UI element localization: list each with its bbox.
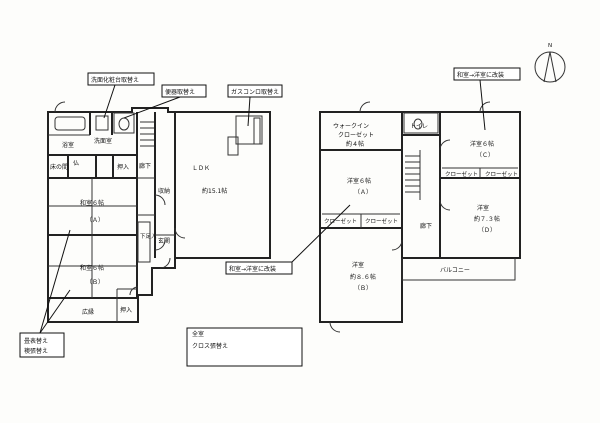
room-yoshitsu-b-size: 約８.６帖	[350, 273, 376, 281]
first-floor	[47, 101, 271, 323]
closet-c: クローゼット	[445, 170, 478, 178]
room-yoshitsu-a-label: 洋室６帖	[347, 177, 371, 185]
room-butsu: 仏	[73, 160, 79, 167]
room-labels-2f: ウォークイン クローゼット 約４帖 トイレ 洋室６帖 （Ａ） クローゼット クロ…	[324, 122, 518, 292]
room-yoshitsu-b-id: （Ｂ）	[354, 285, 372, 292]
stairs-2f	[405, 150, 421, 200]
first-floor-outline	[47, 107, 271, 323]
room-washitsu-b-id: （Ｂ）	[86, 279, 104, 286]
closet-a-1: クローゼット	[324, 217, 357, 225]
room-oshiire-bottom: 押入	[120, 306, 132, 314]
room-yoshitsu-d-id: （Ｄ）	[478, 227, 496, 234]
room-wic-line1: ウォークイン	[333, 122, 369, 130]
note-cloth: クロス張替え	[192, 342, 228, 350]
room-bath: 浴室	[62, 141, 74, 149]
room-shuno: 収納	[158, 187, 170, 195]
door-arc	[54, 101, 66, 113]
room-yoshitsu-c-label: 洋室６帖	[470, 140, 494, 148]
note-washitsu-to-yoshitsu-2f: 和室→洋室に改装	[457, 71, 504, 79]
room-hiroen: 広縁	[82, 308, 94, 316]
room-wic-size: 約４帖	[346, 140, 364, 148]
room-balcony: バルコニー	[440, 267, 470, 274]
room-toilet-2f: トイレ	[410, 123, 428, 130]
room-ldk-size: 約15.1帖	[202, 187, 227, 195]
note-gas-stove: ガスコンロ取替え	[231, 88, 279, 96]
toilet-2f-fixture	[413, 118, 423, 130]
room-yoshitsu-a-id: （Ａ）	[354, 189, 372, 196]
compass: N	[534, 43, 566, 83]
room-gesoko: 下足入	[140, 233, 157, 240]
second-floor	[319, 101, 521, 333]
note-fusuma: 襖張替え	[24, 347, 48, 355]
room-yoshitsu-c-id: （Ｃ）	[476, 152, 494, 159]
toilet-2f-room	[403, 112, 439, 134]
room-labels-1f: 浴室 洗面室 床の間 仏 押入 和室６帖 （Ａ） 和室６帖 （Ｂ） 広縁 押入 …	[50, 137, 227, 316]
room-senmen: 洗面室	[94, 137, 112, 145]
room-genkan: 玄関	[158, 237, 170, 245]
stairs-1f	[140, 121, 154, 147]
room-washitsu-a-id: （Ａ）	[86, 217, 104, 224]
bathtub	[54, 116, 86, 131]
washbasin-fixture	[95, 115, 109, 131]
room-yoshitsu-b-label: 洋室	[352, 261, 364, 269]
note-toilet-replace: 便器取替え	[165, 88, 195, 96]
compass-north-label: N	[548, 43, 552, 49]
room-yoshitsu-d-label: 洋室	[477, 204, 489, 212]
room-rouka: 廊下	[139, 162, 151, 170]
room-washitsu-a-label: 和室６帖	[80, 199, 104, 207]
note-washitsu-to-yoshitsu-1f: 和室→洋室に改装	[229, 265, 276, 273]
room-washitsu-b-label: 和室６帖	[80, 264, 104, 272]
toilet-fixture	[118, 117, 130, 131]
closet-a-2: クローゼット	[365, 217, 398, 225]
room-toko: 床の間	[50, 163, 68, 171]
note-zenshitsu: 全室	[192, 330, 204, 338]
kitchen-island	[227, 136, 239, 156]
shoe-cabinet	[137, 221, 151, 263]
room-rouka-2f: 廊下	[420, 222, 432, 230]
note-tatami: 畳表替え	[24, 337, 48, 345]
toilet-room	[113, 112, 135, 134]
kitchen-counter	[235, 115, 263, 145]
room-wic-line2: クローゼット	[338, 131, 374, 139]
note-washbasin: 洗面化粧台取替え	[91, 76, 139, 84]
room-oshiire-top: 押入	[117, 163, 129, 171]
room-ldk: ＬＤＫ	[192, 165, 210, 172]
balcony-outline	[401, 258, 516, 281]
room-yoshitsu-d-size: 約７.３帖	[474, 215, 500, 223]
closet-d: クローゼット	[485, 170, 518, 178]
notes: 洗面化粧台取替え 便器取替え ガスコンロ取替え 和室→洋室に改装 和室→洋室に改…	[19, 67, 521, 367]
